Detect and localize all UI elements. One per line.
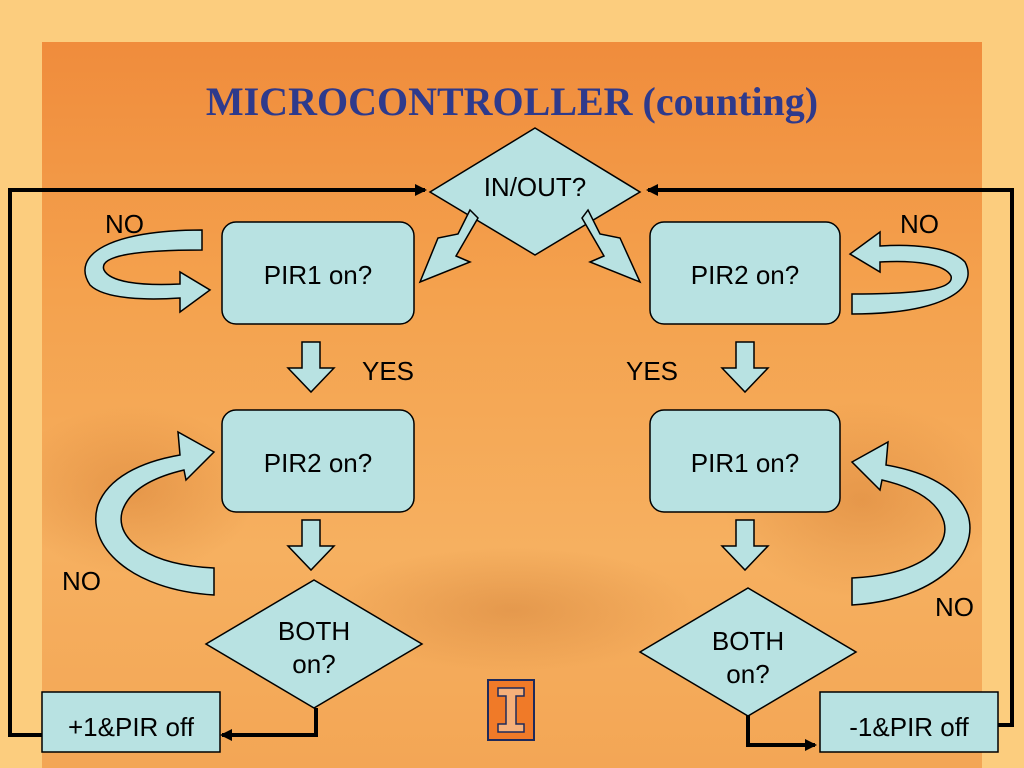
right-both-label-line1: BOTH (712, 626, 784, 656)
left-pir2-box (221, 409, 415, 513)
arrow-to-right-both (720, 519, 770, 572)
right-pir1-box (649, 409, 841, 513)
yes-arrow-right (720, 341, 770, 394)
left-both-label-line2: on? (292, 649, 335, 679)
right-result-label: -1&PIR off (849, 712, 969, 742)
left-result-arrow (220, 708, 318, 741)
yes-label-left: YES (362, 356, 414, 386)
no-label-top-left: NO (105, 209, 144, 239)
in-out-label: IN/OUT? (484, 172, 587, 202)
yes-arrow-left (286, 341, 336, 394)
right-both-label-line2: on? (726, 659, 769, 689)
right-pir2-label: PIR2 on? (691, 260, 799, 290)
left-no-loop-mid (95, 430, 216, 596)
left-both-label-line1: BOTH (278, 616, 350, 646)
slide-title: MICROCONTROLLER (counting) (205, 79, 819, 124)
left-result-label: +1&PIR off (68, 712, 195, 742)
arrow-to-left-both (286, 519, 336, 572)
yes-label-right: YES (626, 356, 678, 386)
left-no-loop-top (84, 229, 212, 314)
no-label-mid-right: NO (935, 592, 974, 622)
arrow-to-right-pir2 (581, 208, 642, 284)
arrow-to-left-pir1 (418, 208, 479, 284)
right-no-loop-top (848, 230, 969, 315)
left-pir1-label: PIR1 on? (264, 260, 372, 290)
right-result-box (819, 691, 999, 753)
left-both-decision (204, 579, 424, 709)
right-both-decision (638, 587, 858, 717)
right-result-arrow (746, 715, 817, 751)
no-label-top-right: NO (900, 209, 939, 239)
university-block-i-logo (487, 679, 535, 741)
right-pir2-box (649, 221, 841, 325)
right-no-loop-mid (850, 440, 971, 606)
no-label-mid-left: NO (62, 566, 101, 596)
left-pir1-box (221, 221, 415, 325)
left-pir2-label: PIR2 on? (264, 448, 372, 478)
right-feedback-line (646, 184, 1014, 727)
right-pir1-label: PIR1 on? (691, 448, 799, 478)
left-result-box (41, 691, 221, 753)
